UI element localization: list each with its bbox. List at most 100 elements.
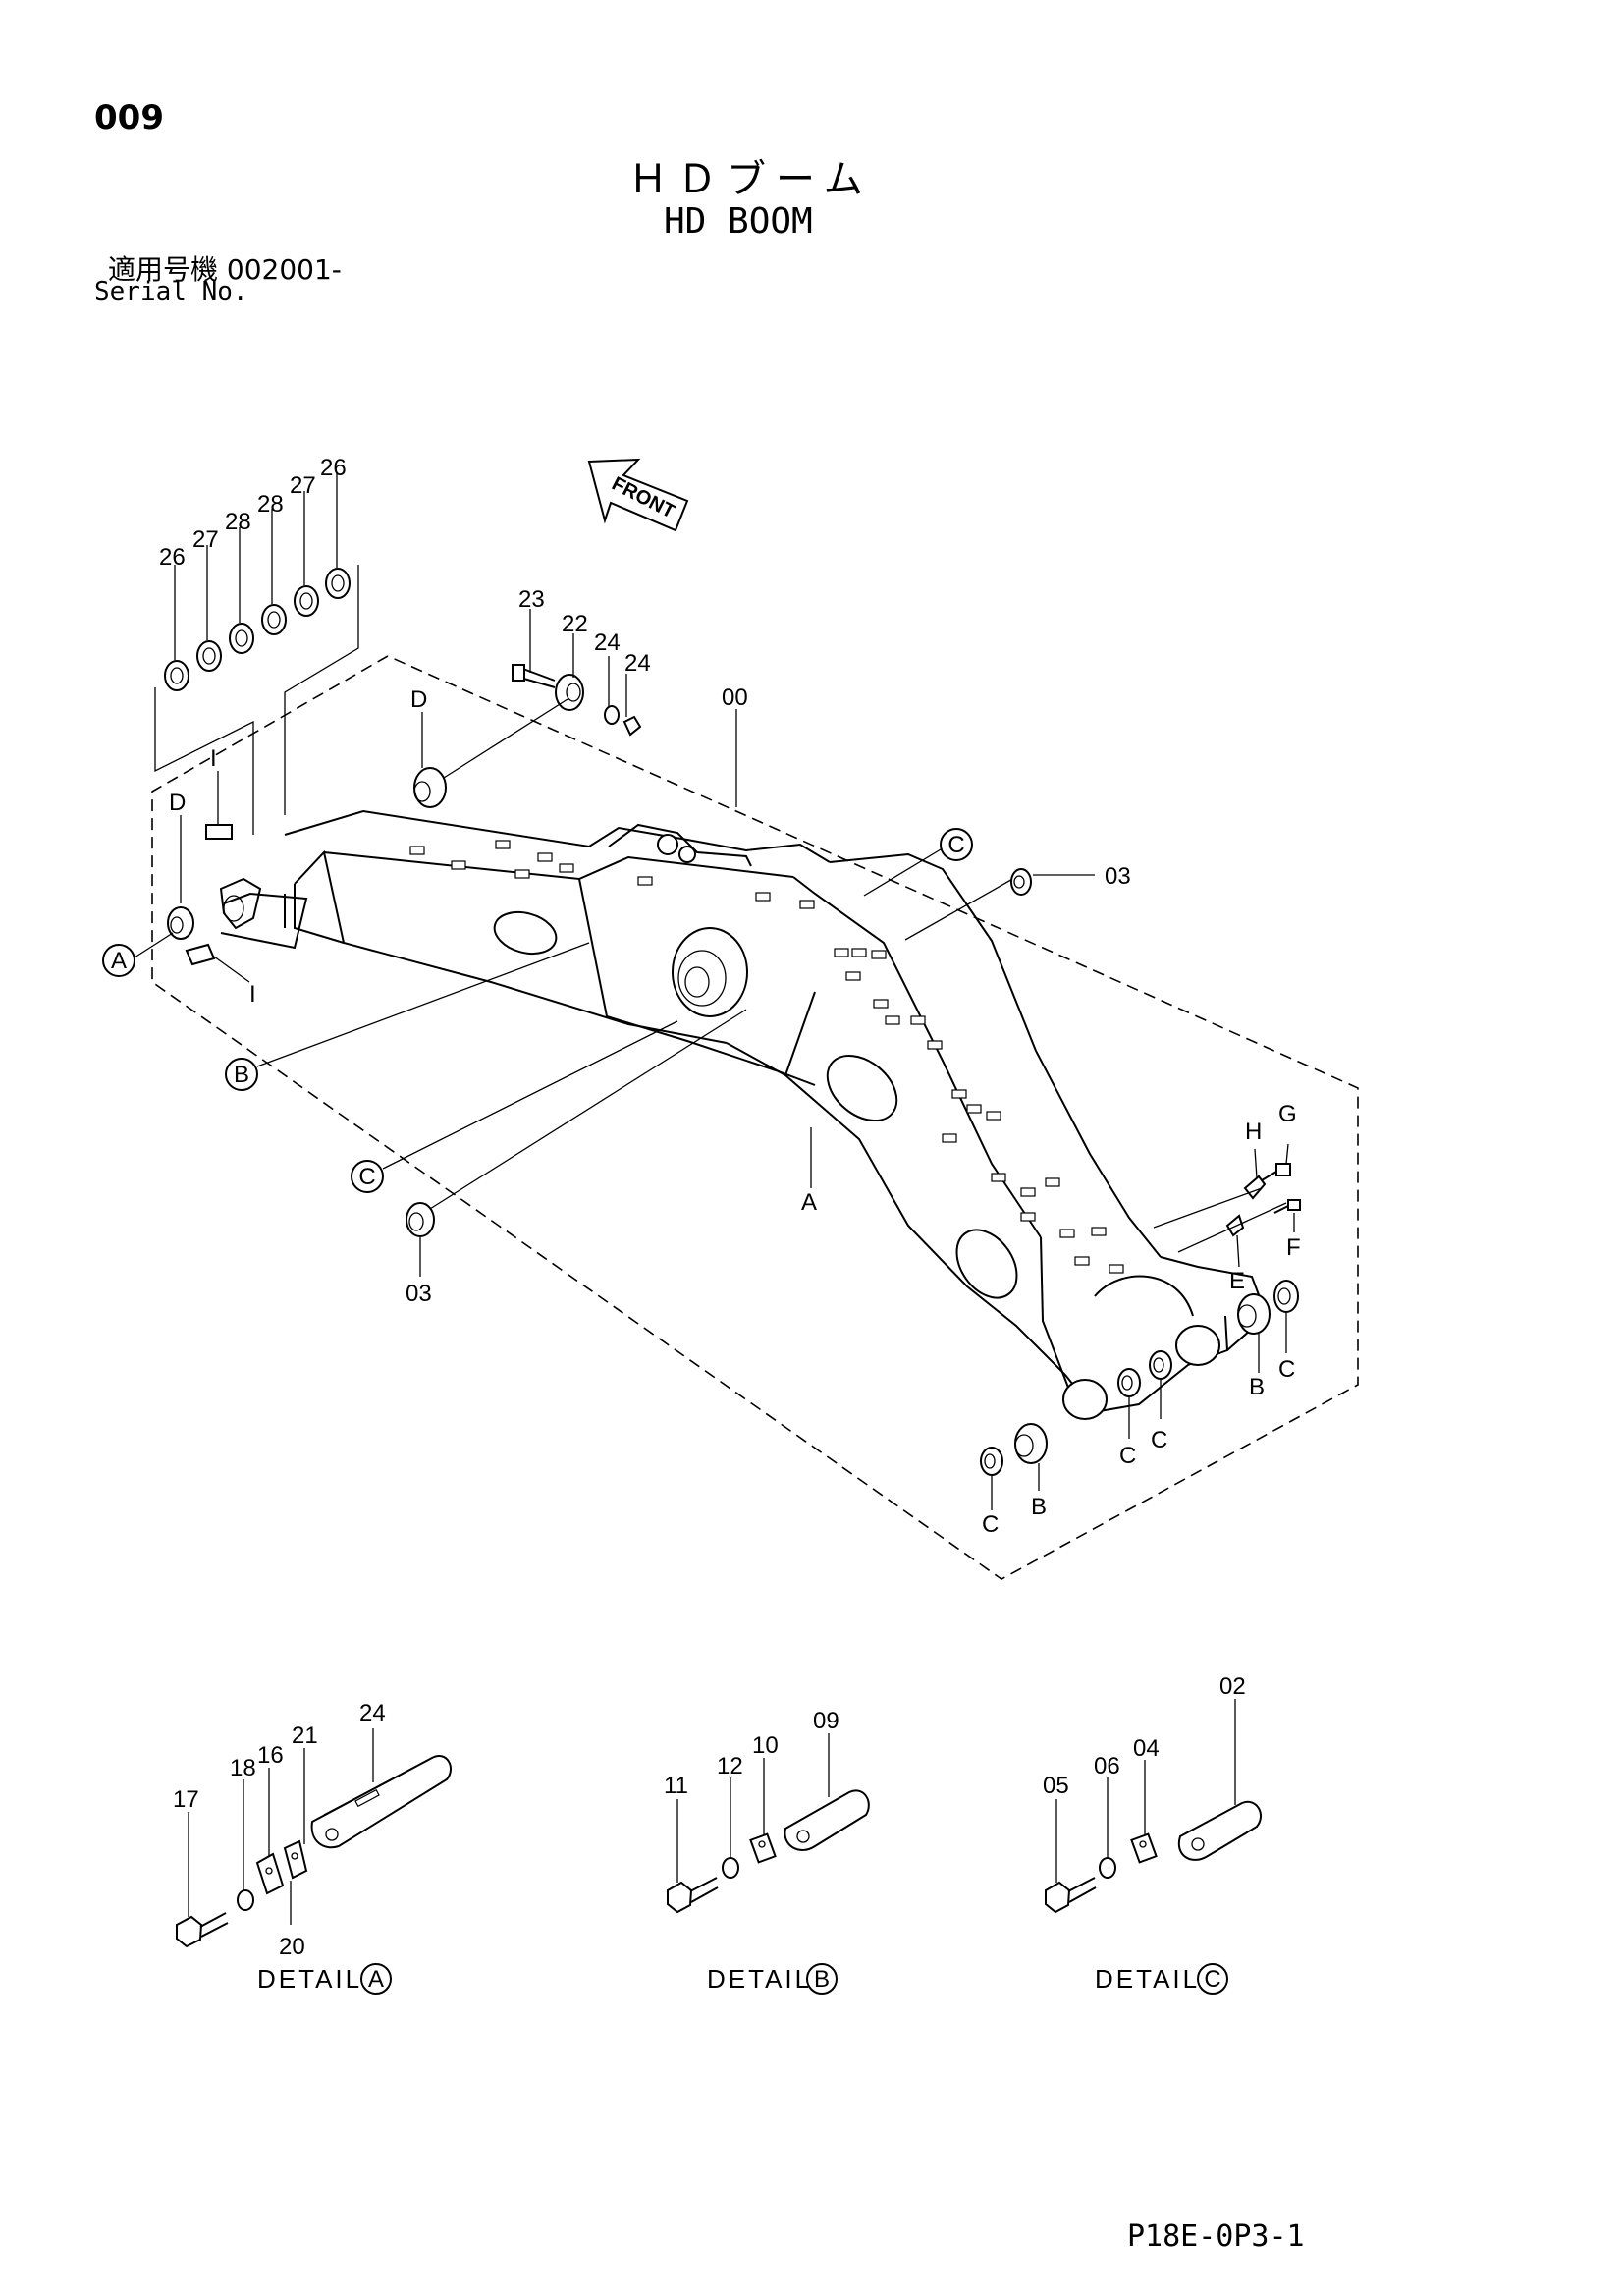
boom-body <box>220 809 1269 1420</box>
detail-b-washer <box>722 1857 739 1879</box>
callout-28: 28 <box>225 509 251 535</box>
page-code: P18E-0P3-1 <box>1127 2219 1305 2254</box>
bushing-b <box>1237 1293 1271 1335</box>
detail-b-part-12: 12 <box>717 1753 743 1779</box>
serial-number-range: 適用号機 002001- <box>108 253 342 286</box>
detail-a-circled-letter: A <box>360 1963 392 1995</box>
callout-26: 26 <box>320 455 347 481</box>
callout-00: 00 <box>722 684 748 711</box>
callout-03: 03 <box>1105 863 1131 890</box>
detail-a-part-17: 17 <box>173 1786 199 1813</box>
plate-i <box>205 824 233 840</box>
svg-text:C: C <box>947 832 964 858</box>
circled-callout-a: A <box>102 944 135 977</box>
callout-c: C <box>1278 1356 1295 1383</box>
detail-b-part-10: 10 <box>752 1732 779 1759</box>
detail-c-part-05: 05 <box>1043 1773 1069 1799</box>
callout-24: 24 <box>624 650 651 677</box>
detail-a-part-21: 21 <box>292 1722 318 1749</box>
callout-i: I <box>249 981 256 1008</box>
svg-text:B: B <box>814 1966 830 1993</box>
plate-i-lower <box>185 943 216 966</box>
foot-pin-lock <box>219 877 262 930</box>
circled-callout-c: C <box>940 828 973 861</box>
svg-text:B: B <box>234 1062 249 1088</box>
spacer-03 <box>406 1202 435 1237</box>
callout-f: F <box>1286 1234 1301 1261</box>
detail-c-part-06: 06 <box>1094 1753 1120 1779</box>
serial-number-label: Serial No. <box>94 277 248 306</box>
detail-c-part-04: 04 <box>1133 1735 1160 1762</box>
callout-b: B <box>1249 1374 1265 1400</box>
detail-a-caption: DETAIL <box>257 1964 362 1994</box>
callout-27: 27 <box>192 526 219 553</box>
callout-d: D <box>169 790 186 816</box>
bushing-b <box>1014 1423 1048 1464</box>
callout-23: 23 <box>518 586 545 613</box>
detail-b-block <box>749 1832 777 1864</box>
svg-text:A: A <box>111 948 127 974</box>
assembly-boundary <box>151 655 1359 1580</box>
callout-g: G <box>1278 1101 1297 1127</box>
callout-28: 28 <box>257 491 284 518</box>
detail-b-caption: DETAIL <box>707 1964 812 1994</box>
svg-text:C: C <box>1204 1966 1220 1993</box>
detail-c-block <box>1130 1832 1158 1864</box>
callout-e: E <box>1229 1268 1245 1294</box>
detail-c-caption: DETAIL <box>1095 1964 1200 1994</box>
detail-b-part-11: 11 <box>664 1773 688 1799</box>
callout-a-label: A <box>801 1189 817 1216</box>
detail-a-part-24: 24 <box>359 1700 386 1726</box>
callout-c: C <box>982 1511 999 1538</box>
circled-callout-c: C <box>351 1160 384 1193</box>
bushing-d-foot <box>167 906 194 940</box>
circled-callout-b: B <box>225 1058 258 1091</box>
svg-text:A: A <box>368 1966 384 1993</box>
boom-plate-slots <box>409 840 1124 1274</box>
detail-a-lock-plate <box>255 1839 308 1895</box>
front-arrow-label: FRONT <box>608 473 677 523</box>
callout-d: D <box>410 686 427 713</box>
svg-text:C: C <box>358 1164 375 1190</box>
detail-a-pin <box>310 1755 452 1849</box>
detail-b-pin <box>784 1789 870 1851</box>
callout-24: 24 <box>594 629 621 656</box>
callout-26: 26 <box>159 544 186 571</box>
seal-c <box>1273 1280 1299 1313</box>
detail-a-washer <box>237 1889 254 1911</box>
callout-22: 22 <box>562 611 588 637</box>
detail-a-part-16: 16 <box>257 1742 284 1769</box>
detail-b-circled-letter: B <box>806 1963 838 1995</box>
callout-c: C <box>1119 1443 1136 1469</box>
page-title: HD BOOM <box>664 201 813 242</box>
callout-27: 27 <box>290 472 316 499</box>
bolt-f <box>1273 1199 1301 1214</box>
callout-h: H <box>1245 1119 1262 1145</box>
bushing-d <box>413 767 447 808</box>
seal-c <box>1149 1350 1172 1380</box>
shim-stack <box>164 473 351 691</box>
detail-b-part-09: 09 <box>813 1708 839 1734</box>
detail-c-part-02: 02 <box>1219 1673 1246 1700</box>
detail-a-part-20: 20 <box>279 1934 305 1960</box>
page-title-japanese: ＨＤブーム <box>628 157 873 202</box>
callout-c: C <box>1151 1427 1167 1453</box>
detail-b-bolt <box>667 1877 719 1914</box>
detail-a-bolt <box>176 1912 229 1948</box>
page-number: 009 <box>94 98 164 137</box>
front-arrow-icon: FRONT <box>587 458 689 532</box>
spacer-03 <box>1010 868 1032 896</box>
pin-bolt-assembly <box>512 664 642 737</box>
detail-c-bolt <box>1045 1877 1097 1914</box>
bolt-g <box>1261 1163 1291 1181</box>
detail-c-pin <box>1177 1800 1262 1861</box>
detail-c-circled-letter: C <box>1197 1963 1228 1995</box>
callout-03: 03 <box>406 1281 432 1307</box>
callout-b: B <box>1031 1494 1047 1520</box>
seal-c <box>1117 1368 1141 1397</box>
callout-i: I <box>210 745 217 772</box>
seal-c <box>980 1447 1003 1476</box>
detail-a-part-18: 18 <box>230 1755 256 1781</box>
detail-c-washer <box>1099 1857 1116 1879</box>
